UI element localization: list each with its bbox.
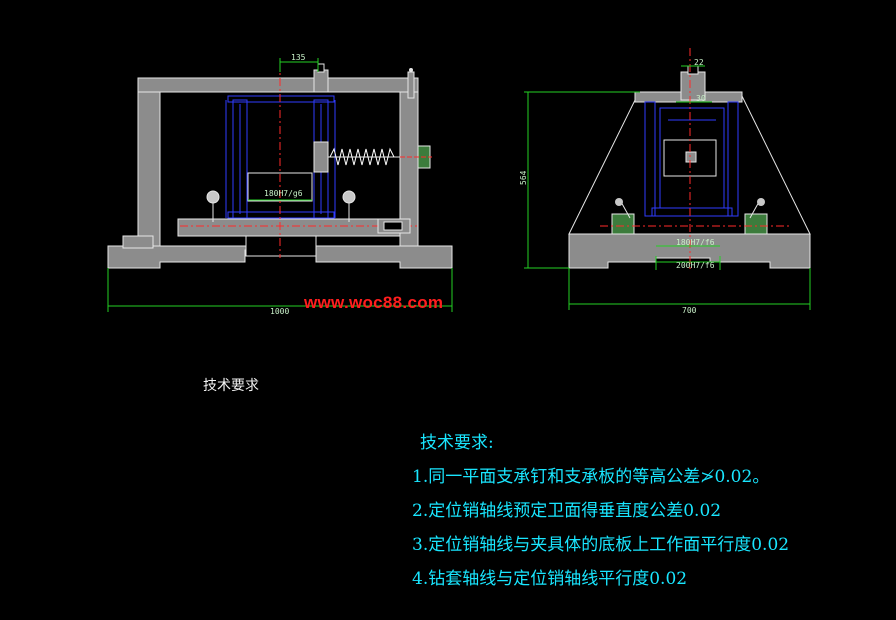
technical-requirements: 技术要求: 1.同一平面支承钉和支承板的等高公差≯0.02。 2.定位销轴线预定…: [412, 428, 789, 598]
side-dim-bore: 30: [696, 94, 706, 103]
side-dimensions: [524, 65, 811, 310]
front-dim-bottom: 1000: [270, 307, 289, 316]
front-top-plate: [137, 77, 419, 93]
spring-assembly: [313, 141, 432, 173]
small-title: 技术要求: [203, 378, 259, 394]
side-blue-columns: [644, 101, 739, 217]
requirement-item-2: 2.定位销轴线预定卫面得垂直度公差0.02: [412, 501, 722, 521]
front-dim-fit: 180H7/g6: [264, 189, 303, 198]
front-knobs: [206, 190, 356, 222]
side-dim-top: 22: [694, 58, 704, 67]
requirement-item-1: 1.同一平面支承钉和支承板的等高公差≯0.02。: [412, 467, 770, 487]
watermark-text: www.woc88.com: [304, 293, 444, 312]
requirement-item-4: 4.钻套轴线与定位销轴线平行度0.02: [412, 569, 688, 589]
front-left-wall: [137, 91, 161, 247]
side-view: 22 30 564 180H7/f6 200H7/f6 700: [519, 48, 811, 315]
side-dim-fit-1: 180H7/f6: [676, 238, 715, 247]
requirements-heading: 技术要求:: [420, 433, 494, 453]
front-dim-top: 135: [291, 53, 306, 62]
spring: [329, 147, 395, 166]
front-dimensions: [107, 58, 453, 312]
side-dim-bottom: 700: [682, 306, 697, 315]
side-dim-fit-2: 200H7/f6: [676, 261, 715, 270]
requirement-item-3: 3.定位销轴线与夹具体的底板上工作面平行度0.02: [412, 535, 790, 555]
front-view: 135 180H7/g6 1000: [107, 53, 453, 316]
side-dim-height: 564: [519, 170, 528, 185]
